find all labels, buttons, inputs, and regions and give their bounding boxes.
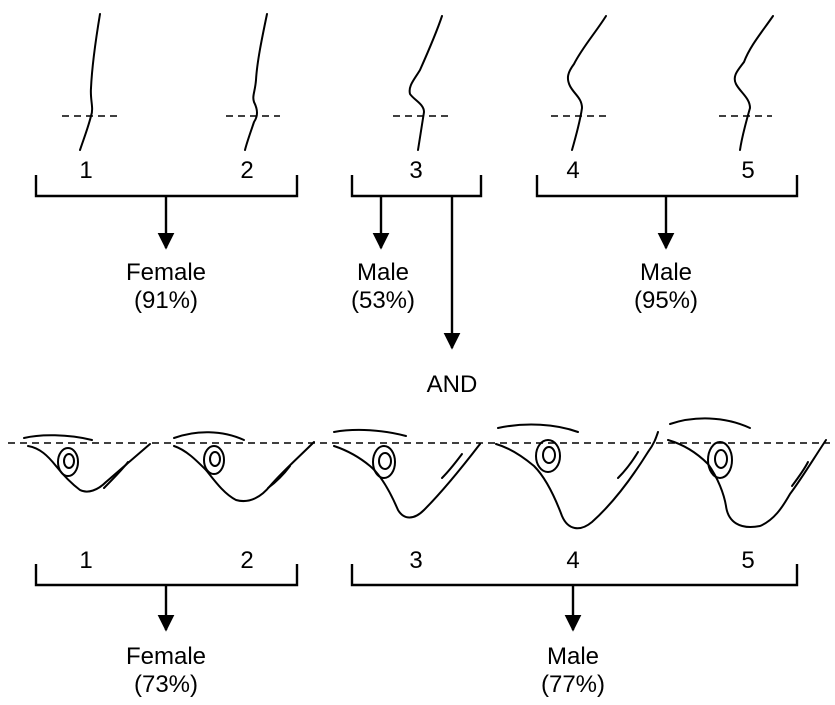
top-number-1: 1 xyxy=(79,157,92,184)
bracket-top-1-2 xyxy=(34,175,299,198)
and-connector: AND xyxy=(427,371,478,398)
mastoid-2 xyxy=(173,431,315,502)
bracket-top-3 xyxy=(350,175,483,198)
mastoid-3 xyxy=(333,428,481,519)
mastoid-4 xyxy=(495,423,659,530)
bottom-outcome-1-percent: (73%) xyxy=(134,671,198,698)
bracket-bottom-3-5 xyxy=(350,564,799,587)
top-numbers: 1 2 3 4 5 xyxy=(79,157,754,184)
bottom-number-3: 3 xyxy=(409,547,422,574)
top-profiles xyxy=(62,13,774,151)
glabella-profile-4 xyxy=(566,15,607,151)
top-number-5: 5 xyxy=(741,157,754,184)
bottom-number-1: 1 xyxy=(79,547,92,574)
top-outcome-3-label: Male xyxy=(640,259,692,286)
glabella-profile-5 xyxy=(733,15,774,151)
top-number-2: 2 xyxy=(240,157,253,184)
top-outcome-2-percent: (53%) xyxy=(351,287,415,314)
bottom-outcome-1-label: Female xyxy=(126,643,206,670)
top-outcome-2-label: Male xyxy=(357,259,409,286)
glabella-profile-3 xyxy=(408,15,443,151)
top-outcome-3-percent: (95%) xyxy=(634,287,698,314)
mastoid-1 xyxy=(23,434,151,493)
bottom-number-2: 2 xyxy=(240,547,253,574)
top-outcome-1-percent: (91%) xyxy=(134,287,198,314)
top-outcome-1-label: Female xyxy=(126,259,206,286)
top-number-4: 4 xyxy=(566,157,579,184)
bottom-outcome-2-percent: (77%) xyxy=(541,671,605,698)
bottom-number-5: 5 xyxy=(741,547,754,574)
bracket-bottom-1-2 xyxy=(34,564,299,587)
glabella-profile-1 xyxy=(79,13,101,151)
bottom-outcomes: Female (73%) Male (77%) xyxy=(126,643,605,698)
bottom-outcome-2-label: Male xyxy=(547,643,599,670)
top-outcomes: Female (91%) Male (53%) Male (95%) xyxy=(126,259,698,314)
top-number-3: 3 xyxy=(409,157,422,184)
glabella-profile-2 xyxy=(244,13,268,151)
top-brackets xyxy=(34,175,799,350)
bottom-brackets xyxy=(34,564,799,632)
bottom-numbers: 1 2 3 4 5 xyxy=(79,547,754,574)
mastoid-5 xyxy=(667,417,827,528)
bottom-number-4: 4 xyxy=(566,547,579,574)
